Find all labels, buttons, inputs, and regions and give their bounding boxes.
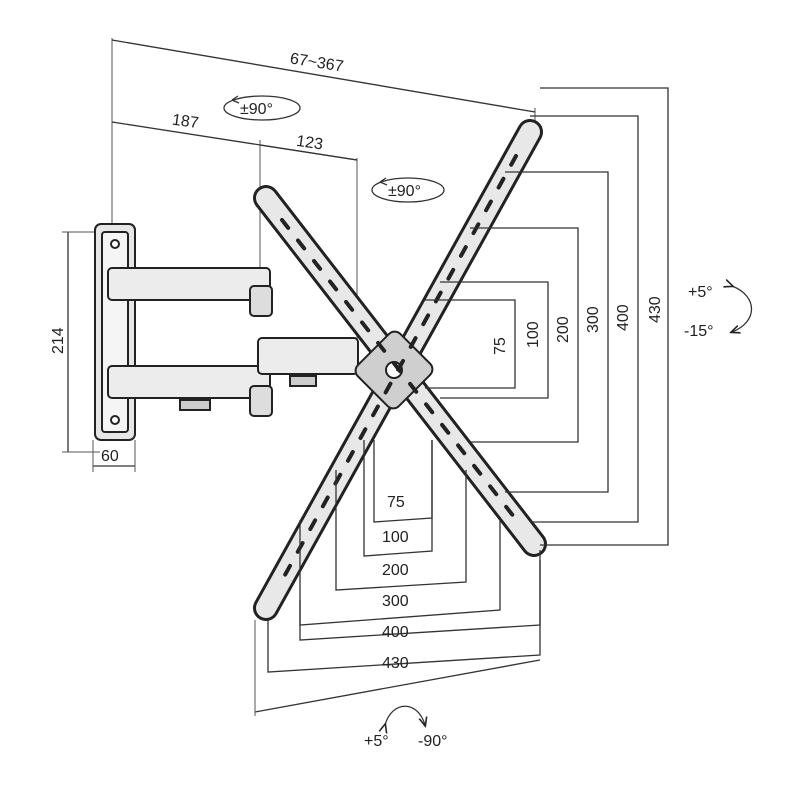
dim-vesa-v-300: 300 bbox=[585, 306, 602, 333]
tilt-up-label: +5° bbox=[688, 284, 713, 301]
swivel-arrow-icon bbox=[385, 705, 425, 725]
wall-plate-dimensions: 214 60 bbox=[50, 231, 136, 472]
swivel-left-label: +5° bbox=[364, 733, 389, 750]
dim-wall-plate-depth: 60 bbox=[101, 448, 119, 465]
tilt-arrow-icon bbox=[732, 286, 753, 332]
top-dimensions: 67~367 187 123 bbox=[111, 39, 536, 161]
dim-arm-first: 187 bbox=[171, 112, 200, 133]
dim-vesa-h-430: 430 bbox=[382, 655, 409, 672]
dim-vesa-v-400: 400 bbox=[615, 304, 632, 331]
dim-vesa-v-100: 100 bbox=[525, 321, 542, 348]
vesa-horizontal-dimensions: 75 100 200 300 400 430 bbox=[254, 440, 541, 716]
dim-vesa-v-430: 430 bbox=[647, 296, 664, 323]
dim-arm-second: 123 bbox=[295, 133, 324, 154]
dim-vesa-h-75: 75 bbox=[387, 494, 405, 511]
tilt-down-label: -15° bbox=[684, 323, 714, 340]
dim-wall-plate-height: 214 bbox=[50, 327, 67, 354]
dim-vesa-v-200: 200 bbox=[555, 316, 572, 343]
wall-plate bbox=[94, 223, 136, 441]
svg-text:±90°: ±90° bbox=[388, 183, 421, 200]
dim-vesa-h-100: 100 bbox=[382, 529, 409, 546]
swivel-right-label: -90° bbox=[418, 733, 448, 750]
vesa-x-plate bbox=[253, 119, 547, 621]
articulating-arms bbox=[107, 267, 359, 417]
dim-vesa-h-400: 400 bbox=[382, 624, 409, 641]
tilt-indicator: +5° -15° bbox=[684, 284, 753, 340]
dim-vesa-h-300: 300 bbox=[382, 593, 409, 610]
dim-vesa-v-75: 75 bbox=[492, 337, 509, 355]
svg-text:±90°: ±90° bbox=[240, 101, 273, 118]
rotate-arrow-icon bbox=[379, 177, 388, 186]
vesa-vertical-dimensions: 75 100 200 300 400 430 bbox=[425, 87, 669, 546]
rotate-arrow-icon bbox=[231, 95, 240, 104]
swivel-indicator: +5° -90° bbox=[364, 705, 448, 750]
swivel-symbol-top: ±90° bbox=[223, 95, 301, 121]
rotation-symbol-plate: ±90° bbox=[371, 177, 445, 203]
dim-vesa-h-200: 200 bbox=[382, 562, 409, 579]
